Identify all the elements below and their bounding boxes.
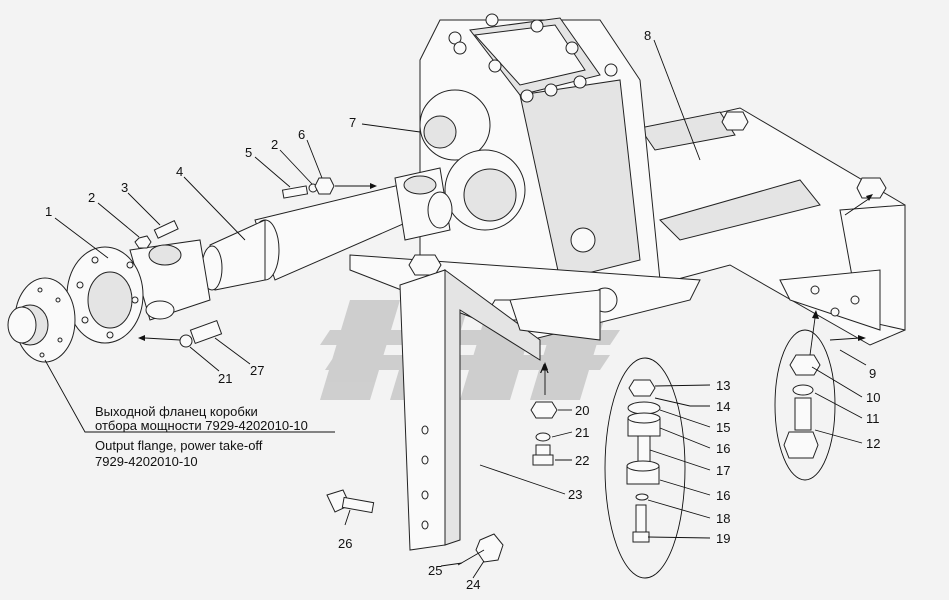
assembly-arrows <box>138 183 873 395</box>
callout-labels: 1 2 3 4 5 2 6 7 8 9 10 11 12 13 14 15 16… <box>45 28 880 592</box>
callout-16a: 16 <box>716 441 730 456</box>
view-marker-a: A <box>540 361 549 376</box>
callout-15: 15 <box>716 420 730 435</box>
output-flange <box>7 277 76 363</box>
frame-rail <box>599 107 906 346</box>
callout-22: 22 <box>575 453 589 468</box>
callout-11: 11 <box>866 411 880 426</box>
callout-26: 26 <box>338 536 352 551</box>
callout-1: 1 <box>45 204 52 219</box>
caption-en-line2: 7929-4202010-10 <box>95 454 198 469</box>
callout-9: 9 <box>869 366 876 381</box>
mounting-bracket <box>399 269 601 551</box>
gearbox-housing <box>349 13 701 341</box>
callout-20: 20 <box>575 403 589 418</box>
small-fasteners <box>134 177 558 566</box>
callout-18: 18 <box>716 511 730 526</box>
callout-5: 5 <box>245 145 252 160</box>
callout-12: 12 <box>866 436 880 451</box>
callout-25: 25 <box>428 563 442 578</box>
caption-ru-line2: отбора мощности 7929-4202010-10 <box>95 418 308 433</box>
leader-lines <box>44 39 867 579</box>
callout-23: 23 <box>568 487 582 502</box>
callout-3: 3 <box>121 180 128 195</box>
callout-14: 14 <box>716 399 730 414</box>
callout-2a: 2 <box>88 190 95 205</box>
bolt-assembly-group <box>774 329 836 481</box>
caption-en-line1: Output flange, power take-off <box>95 438 263 453</box>
callout-17: 17 <box>716 463 730 478</box>
universal-joint <box>66 239 211 344</box>
callout-2b: 2 <box>271 137 278 152</box>
callout-21b: 21 <box>218 371 232 386</box>
callout-8: 8 <box>644 28 651 43</box>
caption-ru-line1: Выходной фланец коробки <box>95 404 258 419</box>
propeller-shaft <box>201 167 453 291</box>
callout-10: 10 <box>866 390 880 405</box>
flange-caption: Выходной фланец коробки отбора мощности … <box>95 404 308 469</box>
callout-13: 13 <box>716 378 730 393</box>
callout-27: 27 <box>250 363 264 378</box>
callout-21a: 21 <box>575 425 589 440</box>
callout-16b: 16 <box>716 488 730 503</box>
callout-24: 24 <box>466 577 480 592</box>
mount-assembly-group <box>604 357 691 579</box>
callout-4: 4 <box>176 164 183 179</box>
callout-19: 19 <box>716 531 730 546</box>
callout-6: 6 <box>298 127 305 142</box>
callout-7: 7 <box>349 115 356 130</box>
